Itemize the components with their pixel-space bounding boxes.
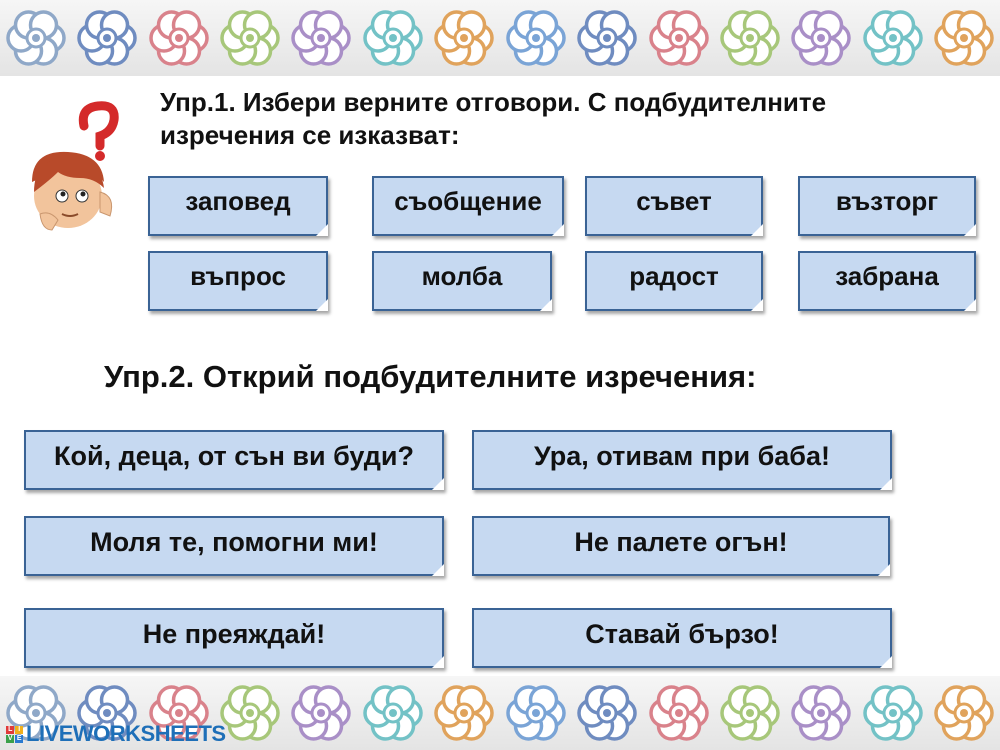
logo-mark-icon: L I V E <box>6 725 23 743</box>
flower-icon <box>5 10 66 66</box>
answer-zabrana[interactable]: забрана <box>798 251 976 311</box>
flower-icon <box>291 685 352 741</box>
sentence-ne-preyazhdai[interactable]: Не преяждай! <box>24 608 444 668</box>
answer-vazторg[interactable]: възторг <box>798 176 976 236</box>
bottom-flower-border <box>0 676 1000 750</box>
answer-savet[interactable]: съвет <box>585 176 763 236</box>
flower-icon <box>720 10 780 66</box>
flower-icon <box>791 10 852 66</box>
flower-icon <box>77 10 137 66</box>
flower-icon <box>220 10 280 66</box>
sentence-koi-deca[interactable]: Кой, деца, от сън ви буди? <box>24 430 444 490</box>
exercise-2-title: Упр.2. Открий подбудителните изречения: <box>104 359 757 394</box>
answer-radost[interactable]: радост <box>585 251 763 311</box>
flower-icon <box>648 10 709 66</box>
flower-icon <box>934 685 994 741</box>
flower-icon <box>5 685 66 741</box>
liveworksheets-logo: L I V E LIVEWORKSHEETS <box>6 721 226 746</box>
flower-icon <box>505 685 566 741</box>
flower-icon <box>434 10 494 66</box>
flower-icon <box>934 10 994 66</box>
flower-icon <box>863 685 923 741</box>
answer-molba[interactable]: молба <box>372 251 552 311</box>
flower-icon <box>577 685 637 741</box>
flower-icon <box>648 685 709 741</box>
answer-zapoved[interactable]: заповед <box>148 176 328 236</box>
flower-icon <box>77 685 137 741</box>
flower-icon <box>505 10 566 66</box>
exercise-1-title: Упр.1. Избери верните отговори. С подбуд… <box>160 87 827 150</box>
flower-icon <box>791 685 852 741</box>
flower-icon <box>148 685 209 741</box>
sentence-stavai-barzo[interactable]: Ставай бързо! <box>472 608 892 668</box>
sentence-ne-palete[interactable]: Не палете огън! <box>472 516 890 576</box>
sentence-ura-otivam[interactable]: Ура, отивам при баба! <box>472 430 892 490</box>
flower-icon <box>148 10 209 66</box>
logo-text: LIVEWORKSHEETS <box>26 721 226 746</box>
flower-icon <box>363 685 423 741</box>
top-flower-border <box>0 0 1000 76</box>
flower-icon <box>363 10 423 66</box>
flower-icon <box>720 685 780 741</box>
flower-icon <box>291 10 352 66</box>
answer-saobshtenie[interactable]: съобщение <box>372 176 564 236</box>
flower-icon <box>577 10 637 66</box>
answer-vapros[interactable]: въпрос <box>148 251 328 311</box>
sentence-molya-te[interactable]: Моля те, помогни ми! <box>24 516 444 576</box>
flower-icon <box>434 685 494 741</box>
flower-icon <box>220 685 280 741</box>
flower-icon <box>863 10 923 66</box>
thinking-boy-icon <box>32 101 119 231</box>
